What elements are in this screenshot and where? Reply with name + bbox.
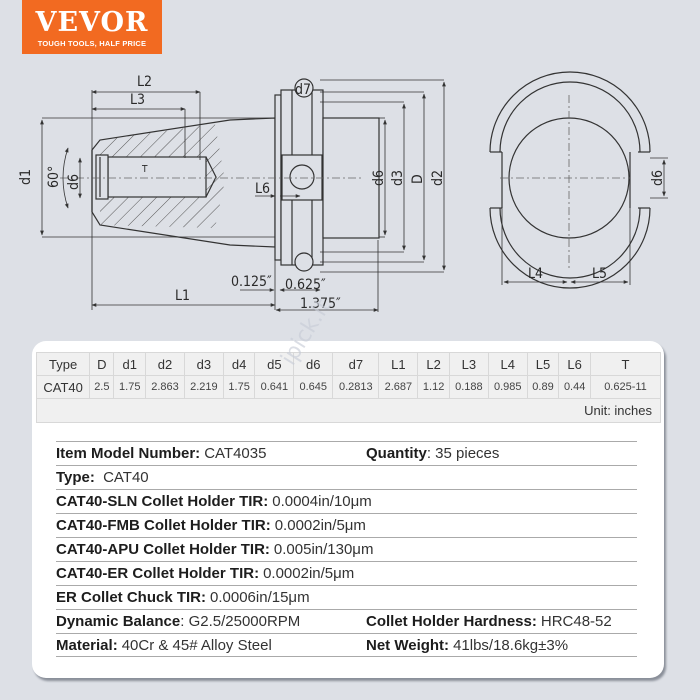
table-row: CAT40 2.5 1.75 2.863 2.219 1.75 0.641 0.… xyxy=(35,375,661,399)
col-header: L2 xyxy=(417,352,450,376)
spec-value: 0.0004in/10μm xyxy=(272,493,372,510)
brand-name: VEVOR xyxy=(35,7,149,38)
label-d6-left: d6 xyxy=(66,174,82,190)
spec-value: 0.0006in/15μm xyxy=(210,589,310,606)
spec-row-sln-tir: CAT40-SLN Collet Holder TIR:0.0004in/10μ… xyxy=(56,489,637,513)
label-D: D xyxy=(410,174,426,184)
label-d1: d1 xyxy=(18,169,34,185)
spec-value: CAT4035 xyxy=(204,445,267,462)
spec-label: Item Model Number: xyxy=(56,445,201,462)
col-header: D xyxy=(89,352,115,376)
label-d3: d3 xyxy=(390,170,406,186)
spec-label: CAT40-SLN Collet Holder TIR: xyxy=(56,493,269,510)
table-cell: CAT40 xyxy=(35,375,91,399)
label-d2: d2 xyxy=(430,170,446,186)
spec-card: Type D d1 d2 d3 d4 d5 d6 d7 L1 L2 L3 L4 … xyxy=(32,341,664,678)
table-cell: 0.2813 xyxy=(332,375,380,399)
table-cell: 1.12 xyxy=(417,375,450,399)
spec-value: CAT40 xyxy=(98,469,149,486)
spec-row-balance: Dynamic Balance: G2.5/25000RPM Collet Ho… xyxy=(56,609,637,633)
label-angle: 60° xyxy=(46,166,62,188)
col-header: d5 xyxy=(254,352,295,376)
spec-label: Net Weight: xyxy=(366,636,450,654)
spec-list: Item Model Number:CAT4035 Quantity: 35 p… xyxy=(56,441,637,657)
spec-row-type: Type: CAT40 xyxy=(56,465,637,489)
spec-value: 0.005in/130μm xyxy=(273,541,374,558)
label-L2: L2 xyxy=(137,74,152,90)
spec-label: Quantity xyxy=(366,445,427,462)
label-L4: L4 xyxy=(528,266,543,282)
spec-value: : 35 pieces xyxy=(426,445,500,462)
spec-row-chuck-tir: ER Collet Chuck TIR:0.0006in/15μm xyxy=(56,585,637,609)
vevor-logo: VEVOR TOUGH TOOLS, HALF PRICE xyxy=(22,0,162,54)
col-header: d1 xyxy=(113,352,147,376)
spec-value: 0.0002in/5μm xyxy=(263,565,355,582)
label-L1: L1 xyxy=(175,288,190,304)
col-header: d7 xyxy=(332,352,380,376)
label-T: T xyxy=(141,164,148,175)
technical-drawing: L2 L3 d1 60° d6 T L6 L1 d7 d6 d3 D d2 0.… xyxy=(0,60,700,325)
spec-row-model: Item Model Number:CAT4035 Quantity: 35 p… xyxy=(56,441,637,465)
spec-label: Dynamic Balance xyxy=(56,613,181,630)
spec-label: Material: xyxy=(56,636,118,654)
table-cell: 0.625-11 xyxy=(590,375,661,399)
col-header: L5 xyxy=(526,352,560,376)
unit-row: Unit: inches xyxy=(36,398,661,423)
table-cell: 2.219 xyxy=(183,375,224,399)
table-cell: 0.641 xyxy=(254,375,295,399)
col-header: d2 xyxy=(145,352,185,376)
col-header: d4 xyxy=(222,352,256,376)
label-d7: d7 xyxy=(295,82,311,98)
tool-holder-diagram: L2 L3 d1 60° d6 T L6 L1 d7 d6 d3 D d2 0.… xyxy=(18,71,668,312)
table-cell: 2.5 xyxy=(89,375,115,399)
spec-label: Collet Holder Hardness: xyxy=(366,613,537,630)
label-1375: 1.375″ xyxy=(300,296,341,312)
label-0125: 0.125″ xyxy=(231,274,272,290)
spec-value: HRC48-52 xyxy=(540,613,612,630)
spec-row-material: Material:40Cr & 45# Alloy Steel Net Weig… xyxy=(56,633,637,657)
spec-value: 41lbs/18.6kg±3% xyxy=(453,636,569,654)
table-cell: 0.89 xyxy=(526,375,560,399)
label-L6: L6 xyxy=(255,181,270,197)
spec-label: CAT40-APU Collet Holder TIR: xyxy=(56,541,270,558)
dimensions-table: Type D d1 d2 d3 d4 d5 d6 d7 L1 L2 L3 L4 … xyxy=(35,352,661,423)
spec-label: Type: xyxy=(56,469,95,486)
table-cell: 0.188 xyxy=(448,375,489,399)
col-header: T xyxy=(590,352,661,376)
col-header: L3 xyxy=(448,352,489,376)
table-cell: 2.863 xyxy=(145,375,185,399)
col-header: L1 xyxy=(378,352,419,376)
spec-value: 0.0002in/5μm xyxy=(274,517,366,534)
spec-row-er-tir: CAT40-ER Collet Holder TIR:0.0002in/5μm xyxy=(56,561,637,585)
label-end-d6: d6 xyxy=(650,170,666,186)
col-header: L4 xyxy=(487,352,528,376)
col-header: d6 xyxy=(293,352,334,376)
spec-row-apu-tir: CAT40-APU Collet Holder TIR:0.005in/130μ… xyxy=(56,537,637,561)
spec-value: 40Cr & 45# Alloy Steel xyxy=(121,636,272,654)
table-cell: 2.687 xyxy=(378,375,419,399)
unit-note: Unit: inches xyxy=(36,398,661,423)
label-L3: L3 xyxy=(130,92,145,108)
label-0625: 0.625″ xyxy=(285,277,326,293)
col-header: Type xyxy=(35,352,91,376)
table-cell: 0.985 xyxy=(487,375,528,399)
brand-tagline: TOUGH TOOLS, HALF PRICE xyxy=(37,39,147,48)
spec-value: : G2.5/25000RPM xyxy=(180,613,301,630)
col-header: L6 xyxy=(558,352,591,376)
table-header-row: Type D d1 d2 d3 d4 d5 d6 d7 L1 L2 L3 L4 … xyxy=(35,352,661,376)
label-L5: L5 xyxy=(592,266,607,282)
spec-label: ER Collet Chuck TIR: xyxy=(56,589,207,606)
spec-row-fmb-tir: CAT40-FMB Collet Holder TIR:0.0002in/5μm xyxy=(56,513,637,537)
table-cell: 0.44 xyxy=(558,375,591,399)
spec-label: CAT40-FMB Collet Holder TIR: xyxy=(56,517,271,534)
table-cell: 1.75 xyxy=(222,375,256,399)
table-cell: 0.645 xyxy=(293,375,334,399)
label-d6-right: d6 xyxy=(371,170,387,186)
spec-label: CAT40-ER Collet Holder TIR: xyxy=(56,565,260,582)
col-header: d3 xyxy=(183,352,224,376)
table-cell: 1.75 xyxy=(113,375,147,399)
